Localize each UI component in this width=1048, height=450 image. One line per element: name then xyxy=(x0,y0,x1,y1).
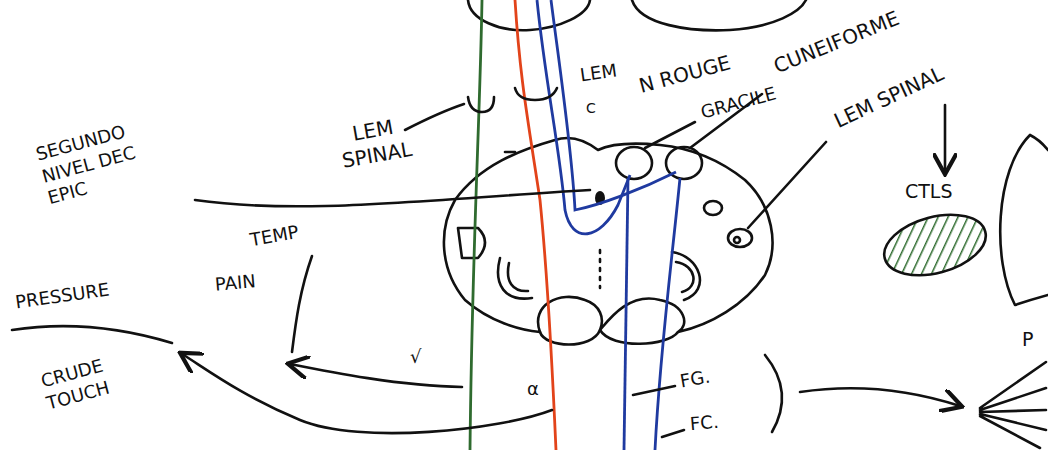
fan-lines xyxy=(980,362,1046,448)
leader-line xyxy=(292,256,312,352)
upper-structure xyxy=(632,0,806,30)
medulla-outline xyxy=(444,138,773,332)
fasciculus-cuneatus xyxy=(655,178,680,450)
label: LEM xyxy=(579,60,619,87)
label: LEM SPINAL xyxy=(326,111,423,176)
dash-mark xyxy=(505,151,515,154)
arrow xyxy=(182,354,552,433)
bracket xyxy=(765,355,782,432)
medial-lemniscus-tract xyxy=(551,0,676,210)
label: FC. xyxy=(689,411,720,436)
dotted-line xyxy=(599,250,602,288)
arrow xyxy=(800,388,960,406)
leader-line xyxy=(645,122,695,148)
fasciculus-gracilis xyxy=(624,178,628,450)
crescent-structure xyxy=(1000,135,1048,305)
label: FG. xyxy=(678,366,711,393)
bracket xyxy=(468,97,494,112)
label: TEMP xyxy=(248,221,300,252)
label: PAIN xyxy=(214,270,257,296)
olive-shape xyxy=(498,258,532,299)
ctls-region xyxy=(878,204,993,285)
upper-structure xyxy=(468,0,590,30)
small-nucleus xyxy=(734,237,740,243)
leader-line xyxy=(405,104,464,130)
leader-line xyxy=(195,190,590,206)
bracket xyxy=(515,88,557,100)
pyramid xyxy=(540,330,678,345)
label: P xyxy=(1022,328,1033,352)
leader-line xyxy=(662,430,684,437)
label: CRUDE TOUCH xyxy=(21,350,129,419)
label: LEM SPINAL xyxy=(830,61,947,133)
label: PRESSURE xyxy=(14,279,111,314)
arrow xyxy=(290,364,462,387)
label: GRACILE xyxy=(698,82,778,124)
label: α xyxy=(527,378,539,401)
spinothalamic-tract xyxy=(470,0,482,450)
label: √ xyxy=(410,346,421,369)
label: CUNEIFORME xyxy=(770,6,903,79)
arrow xyxy=(944,105,947,172)
label: SEGUNDO NIVEL DEC EPIC xyxy=(34,108,187,209)
spinal-lemniscus-spot xyxy=(728,229,752,247)
leader-line xyxy=(12,326,172,343)
red-tract xyxy=(515,0,556,450)
olive-shape xyxy=(672,252,700,300)
nucleus-shape xyxy=(458,228,485,258)
gracile-nucleus xyxy=(616,147,652,179)
leader-line xyxy=(748,142,826,228)
label: CTLS xyxy=(905,180,953,204)
small-nucleus xyxy=(704,201,722,215)
label: N ROUGE xyxy=(636,50,733,98)
leader-line xyxy=(633,386,675,395)
label: C xyxy=(586,100,596,118)
